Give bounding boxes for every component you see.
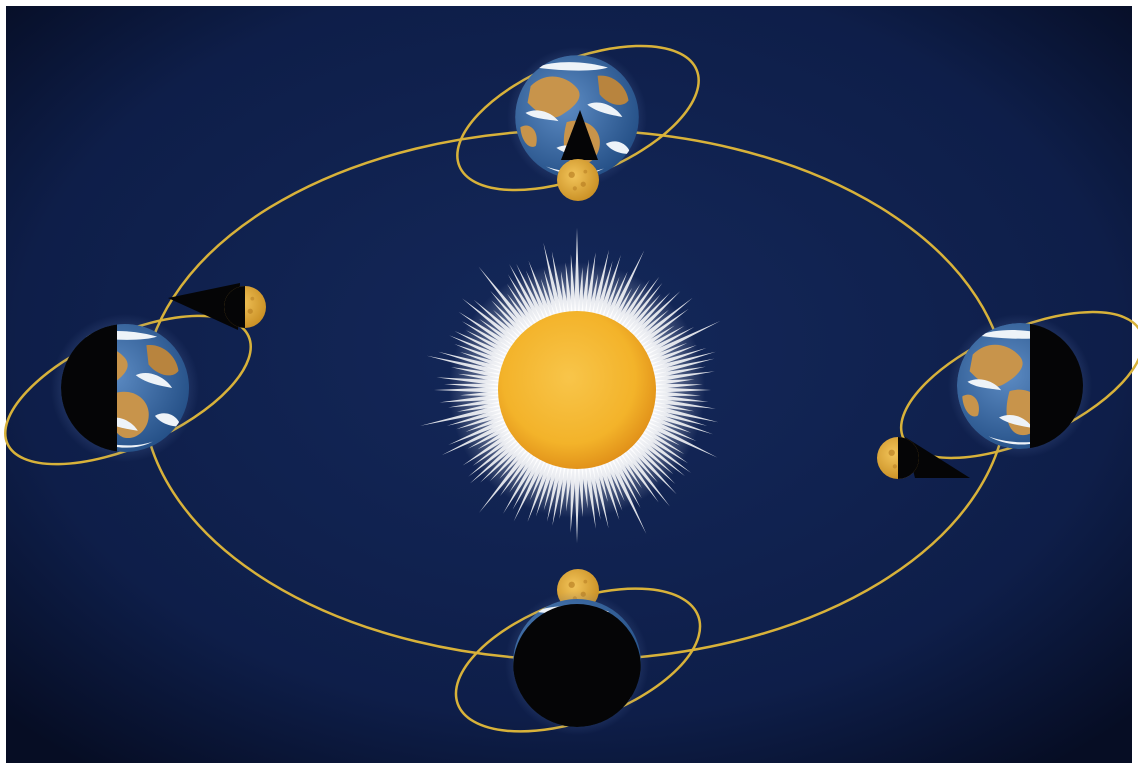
- moon-last-quarter: [877, 437, 919, 479]
- moon-new: [557, 159, 599, 201]
- moon-first-quarter: [224, 286, 266, 328]
- sun-disc: [498, 311, 656, 469]
